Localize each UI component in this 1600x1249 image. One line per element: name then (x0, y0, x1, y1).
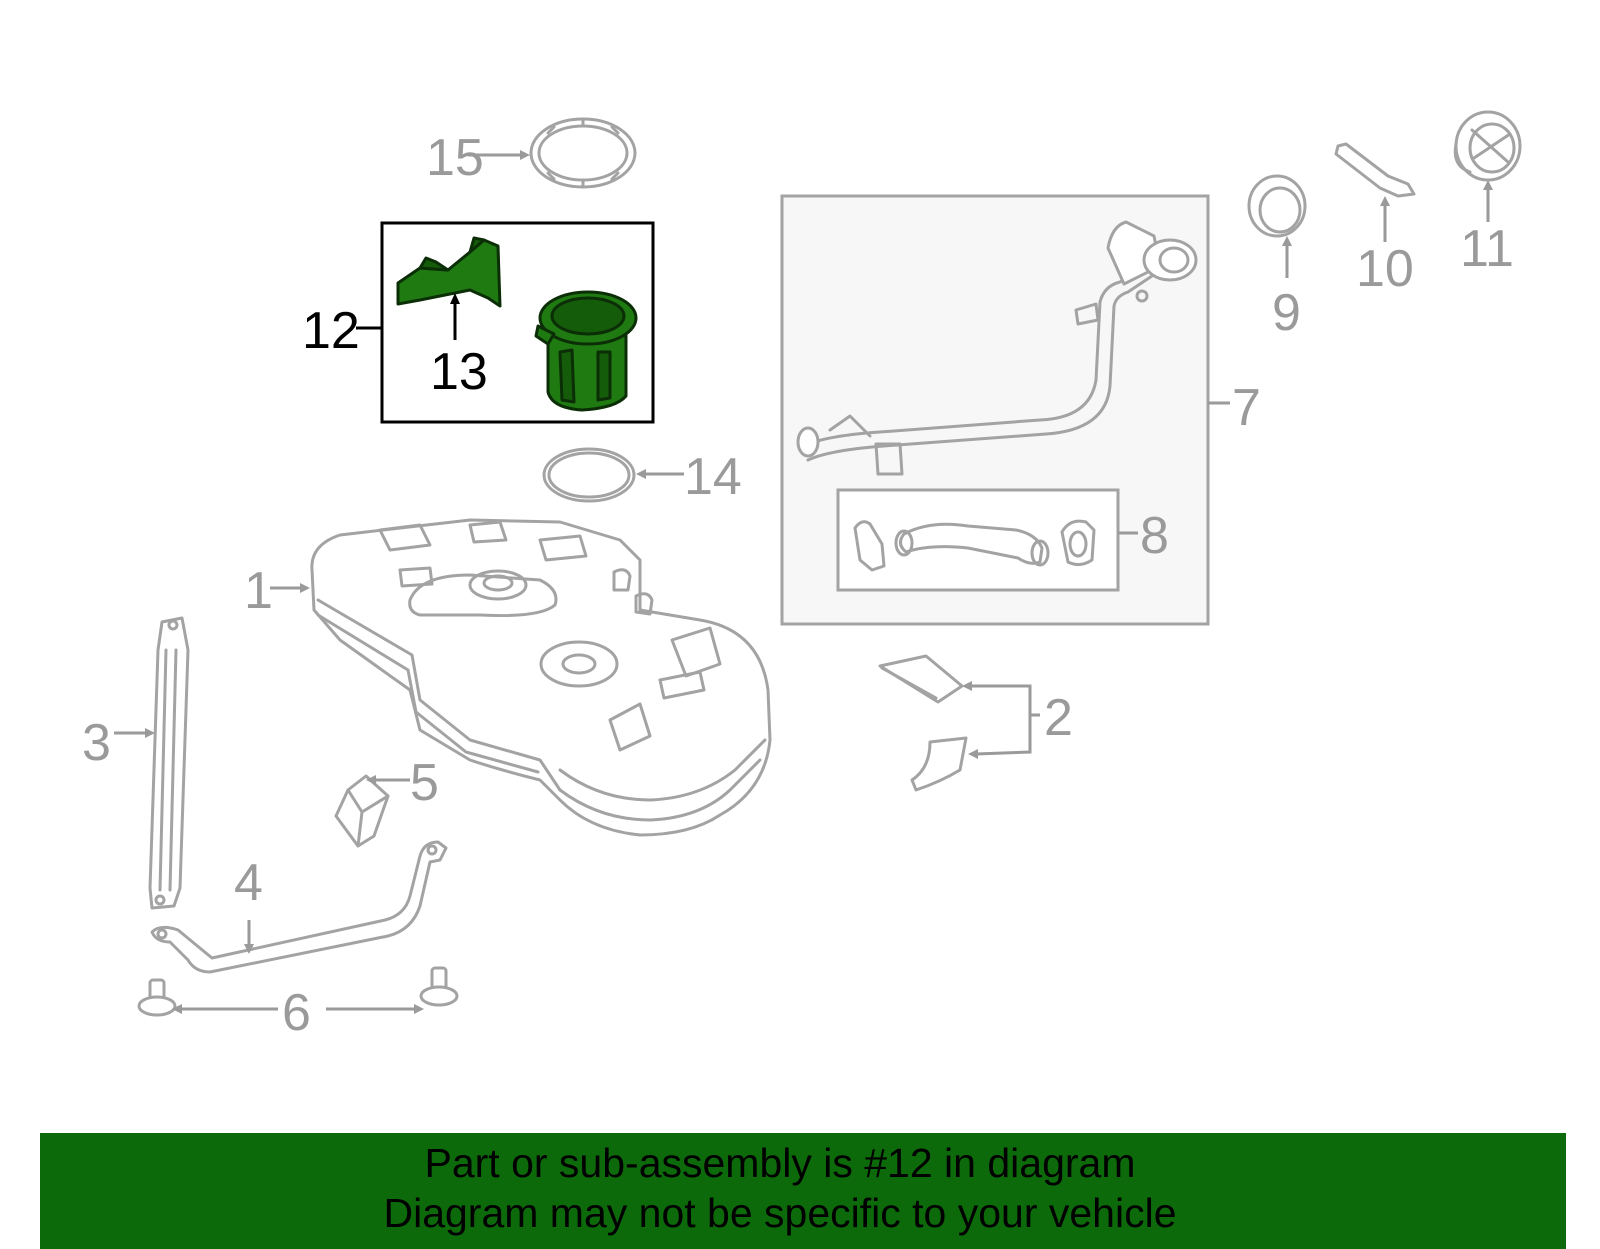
part-12-pump-module[interactable] (534, 290, 638, 412)
part-7-filler-pipe[interactable] (796, 220, 1198, 476)
part-1-fuel-tank[interactable] (310, 518, 772, 837)
callout-3[interactable]: 3 (82, 714, 111, 772)
part-2-heat-shield-upper[interactable] (878, 654, 964, 704)
part-15-ring-gasket[interactable] (529, 117, 637, 189)
part-6-bolt-right[interactable] (419, 966, 459, 1007)
info-banner: Part or sub-assembly is #12 in diagram D… (40, 1133, 1566, 1249)
banner-line-2: Diagram may not be specific to your vehi… (383, 1190, 1177, 1236)
part-13-bracket[interactable] (396, 236, 502, 308)
part-10-tether[interactable] (1334, 142, 1416, 198)
part-2-heat-shield-lower[interactable] (910, 736, 968, 792)
banner-line-1: Part or sub-assembly is #12 in diagram (424, 1140, 1136, 1186)
callout-13[interactable]: 13 (430, 343, 488, 401)
part-8-hose-clamps[interactable] (853, 519, 1096, 572)
callout-7[interactable]: 7 (1232, 379, 1261, 437)
part-11-fuel-cap[interactable] (1453, 110, 1522, 182)
callout-6[interactable]: 6 (282, 984, 311, 1042)
part-3-tank-strap[interactable] (148, 616, 190, 910)
part-9-seal[interactable] (1247, 174, 1307, 238)
callout-11[interactable]: 11 (1460, 220, 1514, 278)
part-5-insulator-pad[interactable] (334, 774, 390, 848)
callout-4[interactable]: 4 (234, 854, 263, 912)
callout-10[interactable]: 10 (1356, 240, 1414, 298)
callout-14[interactable]: 14 (684, 448, 742, 506)
callout-8[interactable]: 8 (1140, 507, 1169, 565)
callout-2[interactable]: 2 (1044, 689, 1073, 747)
part-6-bolt-left[interactable] (137, 978, 177, 1017)
part-14-o-ring[interactable] (542, 447, 636, 503)
callout-15[interactable]: 15 (426, 129, 484, 187)
part-4-tank-strap[interactable] (150, 840, 448, 974)
callout-1[interactable]: 1 (244, 562, 273, 620)
callout-5[interactable]: 5 (410, 754, 439, 812)
callout-12[interactable]: 12 (302, 302, 360, 360)
callout-9[interactable]: 9 (1272, 284, 1301, 342)
